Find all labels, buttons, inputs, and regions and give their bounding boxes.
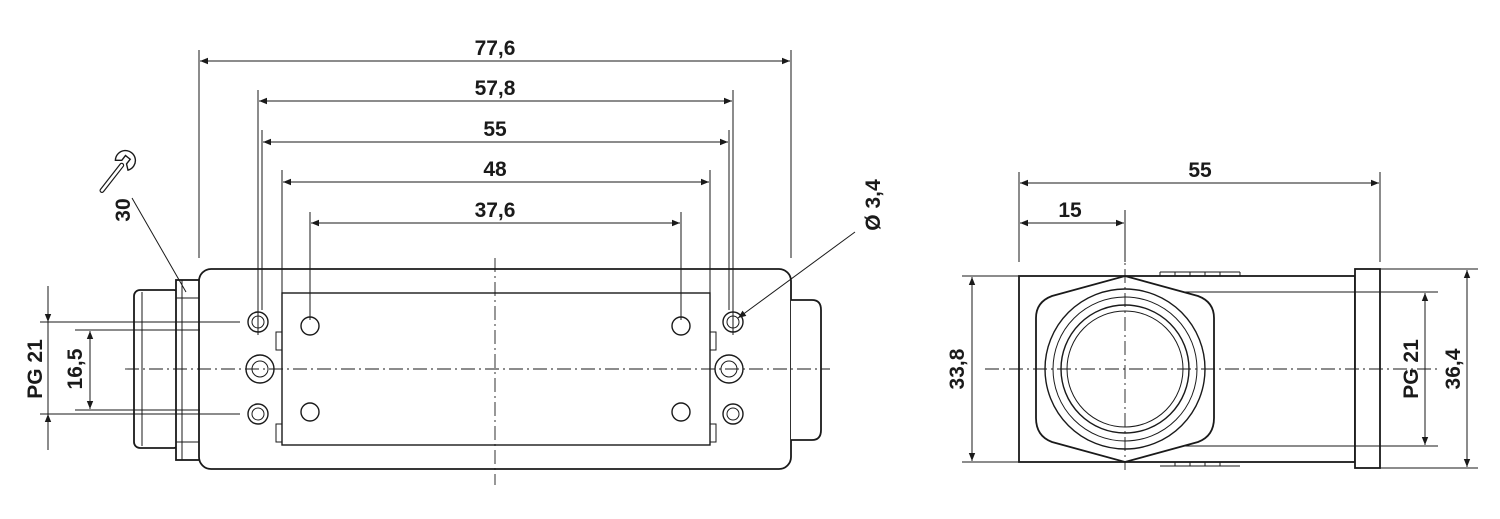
dim-hole-span-outer: 57,8	[475, 77, 516, 100]
end-cap	[791, 299, 822, 441]
end-flange	[1354, 268, 1381, 469]
dim-flange-height: 36,4	[1442, 348, 1465, 389]
dim-plate-width: 48	[483, 158, 507, 181]
cable-gland	[133, 279, 201, 461]
wrench-icon	[99, 149, 137, 193]
dim-thread-height: 16,5	[64, 348, 87, 389]
dim-end-offset: 15	[1058, 199, 1082, 222]
dim-hole-diameter: Ø 3,4	[862, 179, 885, 231]
dim-end-width: 55	[1188, 159, 1212, 182]
dim-overall-length: 77,6	[475, 37, 516, 60]
wrench-size: 30	[112, 198, 135, 221]
end-view: 55 15 33,8 PG 21 36,4	[946, 159, 1478, 470]
dim-end-thread: PG 21	[1400, 339, 1423, 399]
dim-end-height: 33,8	[946, 348, 969, 389]
ribs	[1159, 271, 1241, 467]
dim-thread: PG 21	[24, 339, 47, 399]
dim-hole-span: 55	[483, 118, 507, 141]
side-view: 77,6 57,8 55 48 37,6 Ø 3,4 30 PG 21 16,5	[24, 37, 885, 485]
dim-inner-hole-span: 37,6	[475, 199, 516, 222]
